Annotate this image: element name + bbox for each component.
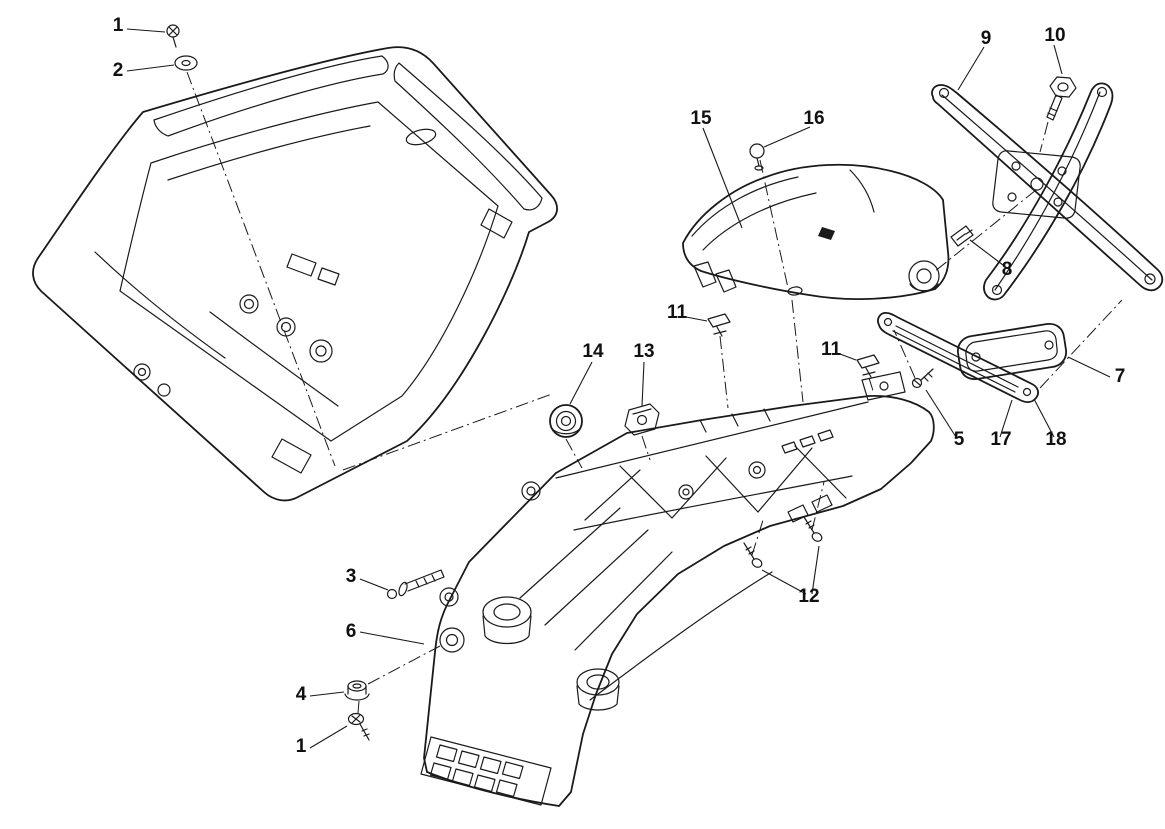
part-screw-5: [911, 368, 934, 389]
callout-label-7: 7: [1115, 366, 1126, 387]
callout-label-6: 6: [346, 621, 357, 642]
part-clip-8: [950, 225, 974, 247]
callout-label-3: 3: [346, 566, 357, 587]
part-clamp-11-left: [707, 313, 731, 337]
part-grommet-14: [549, 404, 583, 438]
part-reflector-bracket: [877, 312, 1039, 403]
callout-label-16: 16: [803, 108, 824, 129]
callout-labels: 1 2 9 10 15 16 8 11 11 14 13 7 5 17 18 3…: [113, 15, 1126, 757]
part-bracket-13: [624, 403, 660, 436]
callout-label-11-left: 11: [667, 302, 688, 323]
callout-label-1-top: 1: [113, 15, 124, 36]
callout-label-10: 10: [1044, 25, 1065, 46]
part-pin-16: [749, 143, 765, 171]
callout-label-5: 5: [954, 429, 965, 450]
part-washer-2: [174, 55, 198, 71]
leader-lines: [126, 28, 1111, 749]
part-clamp-11-right: [856, 354, 880, 378]
part-screws-12: [743, 516, 823, 568]
part-reflector-7: [957, 323, 1067, 380]
callout-label-12: 12: [798, 586, 819, 607]
callout-label-1-bottom: 1: [296, 736, 307, 757]
part-bolt-3: [386, 569, 445, 600]
part-screw-1-bottom: [347, 712, 370, 741]
part-tail-cover: [32, 46, 558, 502]
part-bolt-10: [1046, 76, 1077, 121]
part-plate-holder: [931, 82, 1164, 301]
callout-label-2: 2: [113, 60, 124, 81]
part-mudguard: [682, 163, 950, 300]
assembly-axis-lines: [186, 71, 1123, 714]
callout-label-11-right: 11: [821, 339, 842, 360]
part-grommet-4: [344, 680, 370, 701]
callout-label-9: 9: [981, 28, 992, 49]
callout-label-15: 15: [690, 108, 712, 129]
callout-label-17: 17: [990, 429, 1011, 450]
callout-label-14: 14: [582, 341, 604, 362]
part-screw-1-top: [166, 24, 180, 48]
callout-label-4: 4: [296, 684, 307, 705]
callout-label-18: 18: [1045, 429, 1066, 450]
part-rear-fender: [420, 371, 935, 807]
callout-label-13: 13: [633, 341, 654, 362]
callout-label-8: 8: [1002, 259, 1013, 280]
